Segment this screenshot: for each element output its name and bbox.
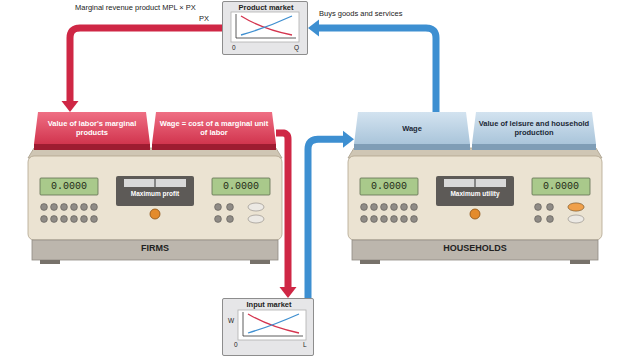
formula-term: PX: [198, 14, 210, 23]
knob: [150, 209, 160, 219]
arrow-head: [62, 101, 79, 112]
lcd-readout: 0.0000: [212, 178, 270, 195]
axis-origin: 0: [234, 341, 238, 348]
scale-name: HOUSEHOLDS: [348, 243, 602, 253]
household-scale: 0.0000Maximum utility 0.0000HOUSEHOLDS: [348, 148, 602, 266]
input-market-box: Input marketW 0 L: [222, 298, 314, 356]
scale-name: FIRMS: [28, 243, 282, 253]
pan-label: Value of labor's marginal products: [34, 112, 150, 137]
household-pan: Wage: [354, 112, 470, 150]
arrow-head: [280, 287, 297, 298]
button: [568, 203, 584, 211]
lcd-readout: 0.0000: [360, 178, 418, 195]
pan-label: Wage = cost of a marginal unit of labor: [152, 112, 276, 137]
supply-curve: [241, 16, 292, 35]
axis-label: W: [228, 317, 234, 324]
meter-needle: [155, 179, 156, 187]
household-pan: Value of leisure and household productio…: [472, 112, 596, 150]
market-title: Input market: [223, 301, 315, 310]
chart-panel: [238, 310, 306, 340]
flow-arrow: [308, 131, 354, 298]
arrow-label: Buys goods and services: [318, 9, 403, 18]
meter-dial: [124, 179, 186, 187]
button: [248, 215, 264, 223]
pan-label: Wage: [354, 112, 470, 133]
product-market-box: Product market 0 Q: [222, 1, 308, 55]
axis-label: Q: [294, 44, 299, 51]
arrow-head: [343, 131, 354, 148]
market-title: Product market: [223, 4, 309, 13]
button-group: [41, 204, 234, 223]
flow-arrow: [62, 28, 223, 112]
arrow-shaft: [276, 133, 288, 288]
chart-panel: [231, 12, 299, 42]
pan-lip: [152, 144, 276, 150]
firm-pan: Value of labor's marginal products: [34, 112, 150, 150]
pan-top: [152, 112, 276, 150]
arrow-head: [308, 20, 319, 37]
box-fill: [222, 298, 314, 356]
chart-axes: [236, 14, 296, 38]
meter-panel: [116, 176, 194, 206]
arrow-shaft: [70, 28, 222, 102]
lcd-readout: 0.0000: [40, 178, 98, 195]
demand-curve: [248, 314, 299, 333]
firm-pan: Wage = cost of a marginal unit of labor: [152, 112, 276, 150]
arrow-label: Marginal revenue product MPL × PX: [74, 3, 197, 12]
scale-body: [348, 148, 602, 264]
pan-lip: [472, 144, 596, 150]
firm-scale: 0.0000Maximum profit 0.0000FIRMS: [28, 148, 282, 266]
lcd-readout: 0.0000: [532, 178, 590, 195]
flow-arrow: [308, 20, 436, 113]
scale-front: [28, 156, 282, 240]
arrow-shaft: [308, 139, 344, 298]
pan-top: [34, 112, 150, 150]
pan-lip: [34, 144, 150, 150]
flow-arrow: [276, 133, 297, 298]
arrow-shaft: [318, 28, 436, 112]
pan-top: [472, 112, 596, 150]
meter-label: Maximum utility: [436, 190, 514, 197]
lcd-screen: [212, 178, 270, 195]
pan-label: Value of leisure and household productio…: [472, 112, 596, 137]
lcd-screen: [40, 178, 98, 195]
button: [248, 203, 264, 211]
pan-lip: [354, 144, 470, 150]
scale-foot: [40, 260, 60, 264]
scale-foot: [250, 260, 270, 264]
box-fill: [222, 1, 308, 55]
axis-origin: 0: [232, 44, 236, 51]
meter-label: Maximum profit: [116, 190, 194, 197]
scale-body: [28, 148, 282, 264]
pan-top: [354, 112, 470, 150]
chart-axes: [243, 312, 303, 336]
demand-curve: [241, 16, 292, 35]
supply-curve: [248, 314, 299, 333]
axis-label: L: [303, 341, 307, 348]
